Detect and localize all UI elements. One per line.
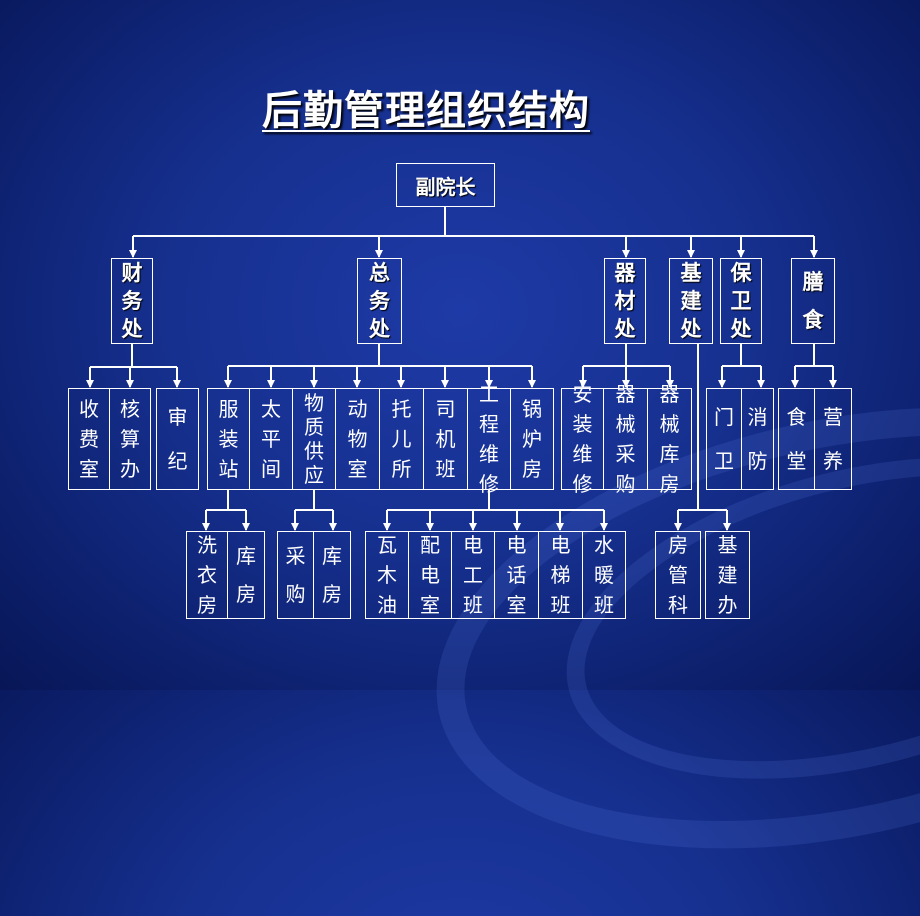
dept-qicai: 器材处 xyxy=(604,258,646,344)
subunit-peidian: 配电室 xyxy=(408,531,452,619)
subunit-diangong: 电工班 xyxy=(451,531,495,619)
subunit-dianti: 电梯班 xyxy=(538,531,583,619)
subunit-kufang2: 库房 xyxy=(313,531,351,619)
unit-tuoer: 托儿所 xyxy=(379,388,424,490)
unit-dongwu: 动物室 xyxy=(335,388,380,490)
box-root: 副院长 xyxy=(396,163,495,207)
dept-zongwu: 总务处 xyxy=(357,258,402,344)
unit-taiping: 太平间 xyxy=(249,388,293,490)
box-root-label: 副院长 xyxy=(415,174,476,199)
connector-lines xyxy=(86,250,837,531)
unit-shoufei: 收费室 xyxy=(68,388,110,490)
unit-xiaofang: 消防 xyxy=(741,388,774,490)
subunit-jijianban: 基建办 xyxy=(705,531,750,619)
dept-caiwu: 财务处 xyxy=(111,258,153,344)
unit-qixiecaigou: 器械采购 xyxy=(603,382,648,496)
dept-jijian: 基建处 xyxy=(669,258,713,344)
page-title: 后勤管理组织结构 xyxy=(262,88,590,134)
unit-siji: 司机班 xyxy=(423,388,468,490)
dept-baowei: 保卫处 xyxy=(720,258,762,344)
unit-gongcheng: 工程维修 xyxy=(467,382,511,496)
subunit-kufang1: 库房 xyxy=(227,531,265,619)
unit-shitang: 食堂 xyxy=(778,388,815,490)
subunit-shuinuan: 水暖班 xyxy=(582,531,626,619)
unit-guolu: 锅炉房 xyxy=(510,388,554,490)
unit-qixiekufang: 器械库房 xyxy=(647,382,692,496)
subunit-xiyi: 洗衣房 xyxy=(186,531,228,619)
unit-menwei: 门卫 xyxy=(706,388,742,490)
unit-anzhuang: 安装维修 xyxy=(561,382,604,496)
unit-fuzhuang: 服装站 xyxy=(207,388,250,490)
subunit-caigou: 采购 xyxy=(277,531,314,619)
unit-hesuan: 核算办 xyxy=(109,388,151,490)
unit-yingyang: 营养 xyxy=(814,388,852,490)
unit-shenji: 审纪 xyxy=(156,388,199,490)
dept-shanshi: 膳食 xyxy=(791,258,835,344)
unit-wuzhi: 物质供应 xyxy=(292,388,336,490)
subunit-fangguan: 房管科 xyxy=(655,531,701,619)
subunit-wamuyou: 瓦木油 xyxy=(365,531,409,619)
subunit-dianhua: 电话室 xyxy=(494,531,539,619)
